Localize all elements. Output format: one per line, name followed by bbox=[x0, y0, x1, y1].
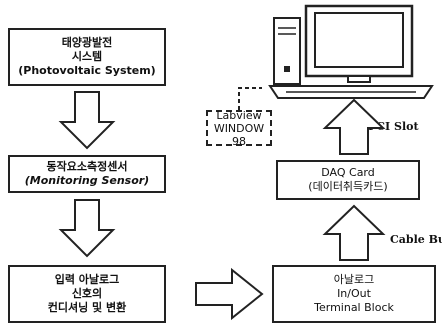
cable-bus-label: Cable Bus bbox=[390, 233, 442, 246]
pv-line1: 태양광발전 bbox=[61, 36, 113, 49]
labview-line1: Labview bbox=[216, 108, 262, 122]
pv-line2: 시스템 bbox=[71, 50, 103, 63]
desktop-computer-icon bbox=[268, 4, 434, 99]
signal-conditioning-box: 입력 아날로그 신호의 컨디셔닝 및 변환 bbox=[8, 265, 166, 323]
pv-line3: (Photovoltaic System) bbox=[18, 64, 156, 77]
down-arrow-sensor-to-input bbox=[58, 199, 116, 258]
daq-line1: DAQ Card bbox=[321, 166, 375, 179]
right-arrow-input-to-terminal bbox=[195, 267, 264, 321]
daq-card-box: DAQ Card (데이터취득카드) bbox=[276, 160, 420, 200]
monitoring-sensor-box: 동작요소측정센서 (Monitoring Sensor) bbox=[8, 155, 166, 193]
labview-box: Labview WINDOW 98 bbox=[206, 108, 272, 148]
sensor-line2: (Monitoring Sensor) bbox=[24, 174, 150, 187]
terminal-block-box: 아날로그 In/Out Terminal Block bbox=[272, 265, 436, 323]
input-line2: 신호의 bbox=[71, 287, 103, 300]
photovoltaic-system-box: 태양광발전 시스템 (Photovoltaic System) bbox=[8, 28, 166, 86]
daq-line2: (데이터취득카드) bbox=[308, 180, 388, 193]
sensor-line1: 동작요소측정센서 bbox=[46, 160, 128, 173]
terminal-line2: In/Out bbox=[337, 287, 371, 300]
up-arrow-daq-to-computer bbox=[322, 98, 386, 155]
input-line3: 컨디셔닝 및 변환 bbox=[47, 301, 127, 314]
labview-line2: WINDOW 98 bbox=[213, 121, 265, 148]
down-arrow-pv-to-sensor bbox=[58, 91, 116, 150]
labview-connector bbox=[238, 87, 262, 110]
pci-slot-label: PCI Slot bbox=[368, 120, 419, 133]
terminal-line1: 아날로그 bbox=[333, 273, 375, 286]
input-line1: 입력 아날로그 bbox=[54, 273, 120, 286]
terminal-line3: Terminal Block bbox=[314, 301, 394, 314]
up-arrow-terminal-to-daq bbox=[322, 204, 386, 261]
